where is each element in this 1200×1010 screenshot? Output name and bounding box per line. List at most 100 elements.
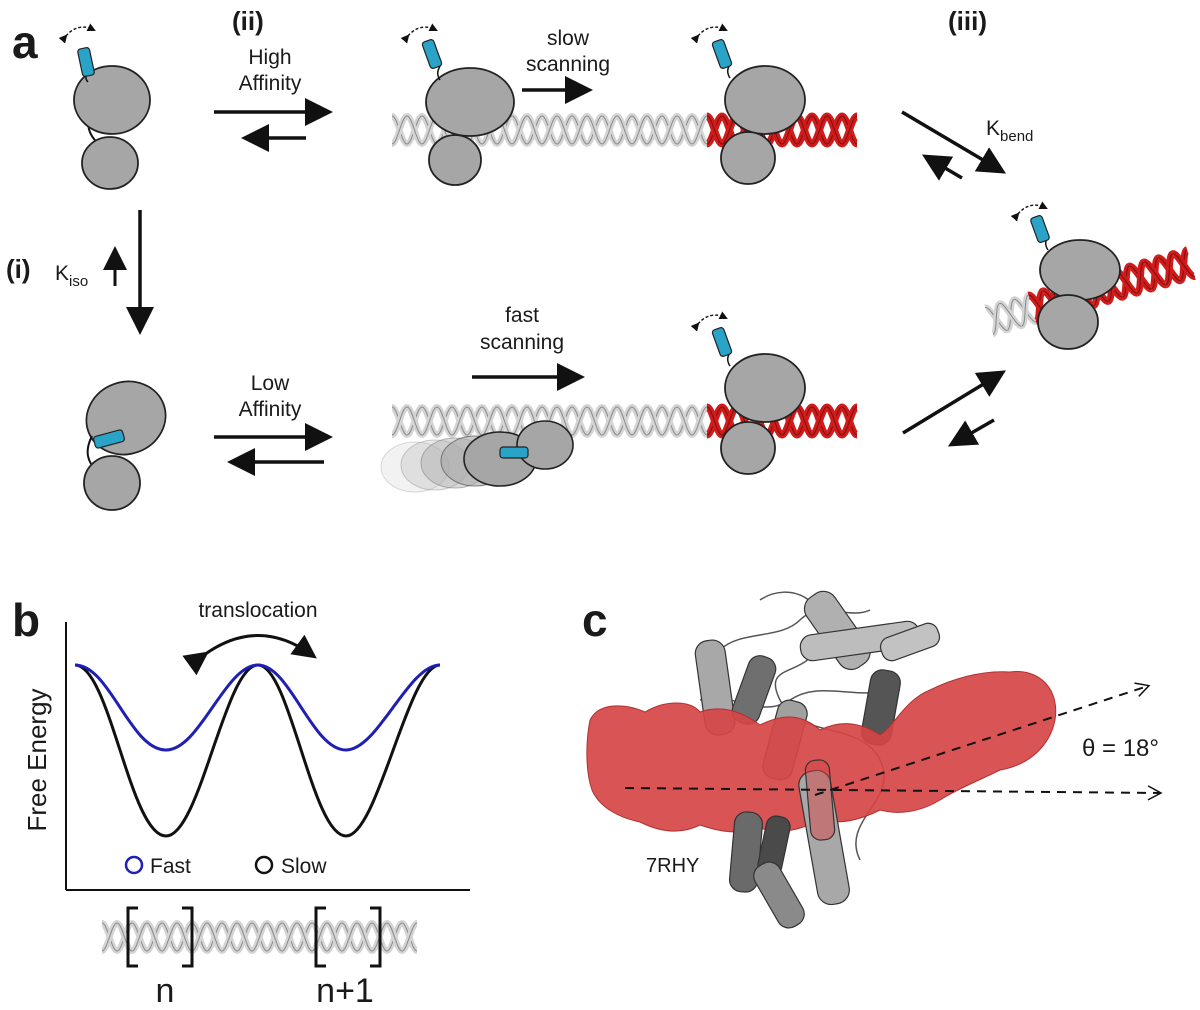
dna-surface-red (586, 671, 1057, 833)
dna-strand-outline (101, 922, 118, 952)
dna-strand-outline (526, 115, 543, 145)
dna-strand-outline (356, 922, 373, 952)
slow-scanning-label-line1: slow (547, 27, 590, 50)
panel-b-label: b (12, 594, 40, 646)
kbend-label: Kbend (986, 117, 1033, 145)
dna-strand-outline (326, 922, 343, 952)
dna-strand-outline (706, 406, 723, 436)
bracket-n (126, 906, 194, 968)
protein-open-state (58, 23, 151, 190)
fast-scanning-ghost-proteins (380, 420, 574, 493)
dna-strand-outline (421, 406, 438, 436)
dna-strand-outline (631, 115, 648, 145)
panel-b-dna (100, 920, 419, 954)
free-energy-axis-label: Free Energy (22, 688, 52, 831)
bottom-bend-reverse-arrow (947, 418, 995, 447)
dna-strand-outline (661, 115, 678, 145)
kiso-subscript: iso (69, 273, 88, 290)
dna-strand-outline (281, 922, 298, 952)
kbend-forward-arrow (901, 110, 1007, 174)
dna-strand-outline (841, 115, 858, 145)
dna-strand-outline (236, 922, 253, 952)
dna-strand-outline (571, 406, 588, 436)
dna-strand-outline (341, 922, 358, 952)
dna-strand-outline (406, 406, 423, 436)
dna-axis-tilted-dashed (814, 682, 1151, 796)
protein-at-target-top (690, 23, 806, 185)
dna-strand-outline (266, 922, 283, 952)
legend-fast-label: Fast (150, 855, 191, 878)
kbend-reverse-arrow (921, 154, 963, 181)
translocation-double-arrow (182, 634, 317, 676)
dna-strand-outline (661, 406, 678, 436)
dna-strand-outline (401, 922, 418, 952)
position-n-plus-1-label: n+1 (316, 972, 374, 1010)
step-iii-label: (iii) (948, 6, 987, 36)
dna-strand-outline (811, 406, 828, 436)
position-n-label: n (156, 972, 175, 1010)
protein-on-dna-slow (400, 23, 515, 186)
dna-strand-outline (586, 115, 603, 145)
dna-strand-outline (811, 115, 828, 145)
dna-strand-outline (161, 922, 178, 952)
protein-lower-helices (728, 759, 850, 929)
slow-scanning-label-line2: scanning (526, 53, 610, 76)
legend-fast-marker (124, 855, 144, 875)
dna-strand-outline (131, 922, 148, 952)
fast-scanning-label-line2: scanning (480, 331, 564, 354)
dna-strand-outline (466, 406, 483, 436)
dna-strand-outline (992, 302, 1000, 335)
dna-strand-outline (826, 406, 843, 436)
dna-strand-outline (391, 406, 408, 436)
dna-strand-outline (1143, 261, 1167, 286)
dna-strand-outline (1165, 253, 1174, 286)
dna-strand-outline (676, 406, 693, 436)
dna-strand-outline (676, 115, 693, 145)
dna-strand-outline (1021, 294, 1029, 327)
fast-scanning-label-line1: fast (505, 304, 539, 327)
low-affinity-label-line1: Low (251, 372, 290, 395)
dna-strand-outline (841, 406, 858, 436)
dna-strand-outline (691, 115, 708, 145)
dna-strand-outline (391, 115, 408, 145)
dna-strand-outline (451, 406, 468, 436)
protein-closed-state (83, 380, 167, 511)
legend-slow-marker (254, 855, 274, 875)
dna-strand-outline (586, 406, 603, 436)
dna-strand-outline (691, 406, 708, 436)
panel-c-label: c (582, 594, 608, 646)
dna-strand-outline (646, 406, 663, 436)
low-affinity-label-line2: Affinity (239, 398, 302, 421)
dna-strand-outline (1172, 253, 1195, 278)
step-i-label: (i) (6, 254, 31, 284)
dna-strand-outline (541, 115, 558, 145)
high-affinity-label-line1: High (248, 46, 291, 69)
fast-energy-curve (74, 663, 441, 752)
dna-strand-outline (616, 115, 633, 145)
dna-strand-outline (571, 115, 588, 145)
dna-strand-outline (826, 115, 843, 145)
dna-strand-outline (601, 406, 618, 436)
bend-angle-label: θ = 18° (1082, 735, 1159, 762)
pdb-id-label: 7RHY (646, 855, 699, 877)
bracket-n-plus-1 (314, 906, 382, 968)
dna-strand-outline (251, 922, 268, 952)
dna-strand-outline (116, 922, 133, 952)
protein-at-target-bottom (690, 311, 806, 475)
dna-strand-outline (511, 115, 528, 145)
legend-slow-label: Slow (281, 855, 327, 878)
dna-strand-outline (616, 406, 633, 436)
dna-strand-outline (646, 115, 663, 145)
slow-energy-curve (74, 663, 441, 838)
protein-on-bent-dna (1010, 201, 1121, 350)
dna-strand-outline (631, 406, 648, 436)
dna-strand-outline (706, 115, 723, 145)
dna-strand-outline (999, 302, 1022, 327)
dna-strand-outline (556, 115, 573, 145)
dna-strand-outline (601, 115, 618, 145)
step-ii-label: (ii) (232, 6, 264, 36)
dna-strand-outline (311, 922, 328, 952)
dna-strand-outline (406, 115, 423, 145)
translocation-label: translocation (198, 599, 317, 622)
dna-strand-outline (296, 922, 313, 952)
